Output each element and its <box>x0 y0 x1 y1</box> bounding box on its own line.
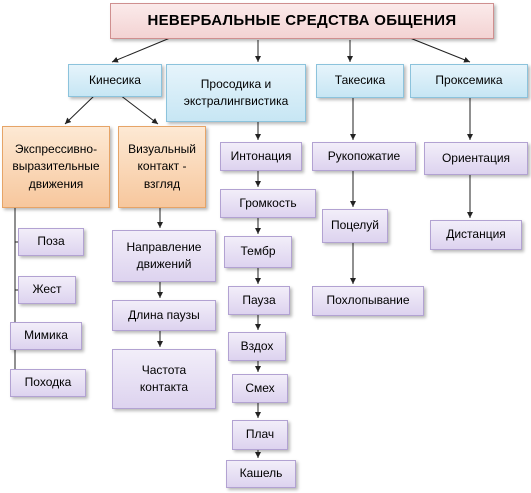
category-prosody: Просодика и экстралингвистика <box>166 64 306 122</box>
prosody-item: Кашель <box>226 460 296 488</box>
expressive-item: Жест <box>18 276 76 304</box>
takesics-item: Похлопывание <box>312 286 424 316</box>
prosody-item: Громкость <box>220 189 316 218</box>
takesics-item: Поцелуй <box>322 209 388 243</box>
category-takesics: Такесика <box>316 64 404 98</box>
expressive-item: Походка <box>10 369 86 397</box>
category-kinesics: Кинесика <box>68 64 162 97</box>
takesics-item: Рукопожатие <box>312 142 416 171</box>
kinesics-expressive-movements: Экспрессивно-выразительные движения <box>2 126 110 208</box>
visual-item: Направление движений <box>112 230 216 282</box>
prosody-item: Интонация <box>220 142 302 171</box>
visual-item: Длина паузы <box>112 300 216 331</box>
proxemics-item: Дистанция <box>430 220 522 250</box>
expressive-item: Поза <box>18 228 84 256</box>
prosody-item: Плач <box>232 420 288 450</box>
expressive-item: Мимика <box>10 322 82 350</box>
category-proxemics: Проксемика <box>410 64 528 98</box>
visual-item: Частота контакта <box>112 349 216 409</box>
prosody-item: Пауза <box>228 286 290 315</box>
kinesics-visual-contact: Визуальный контакт - взгляд <box>118 126 206 208</box>
prosody-item: Вздох <box>228 332 286 361</box>
diagram-title: НЕВЕРБАЛЬНЫЕ СРЕДСТВА ОБЩЕНИЯ <box>110 3 494 39</box>
prosody-item: Тембр <box>224 236 292 268</box>
prosody-item: Смех <box>232 374 288 403</box>
proxemics-item: Ориентация <box>424 142 528 175</box>
